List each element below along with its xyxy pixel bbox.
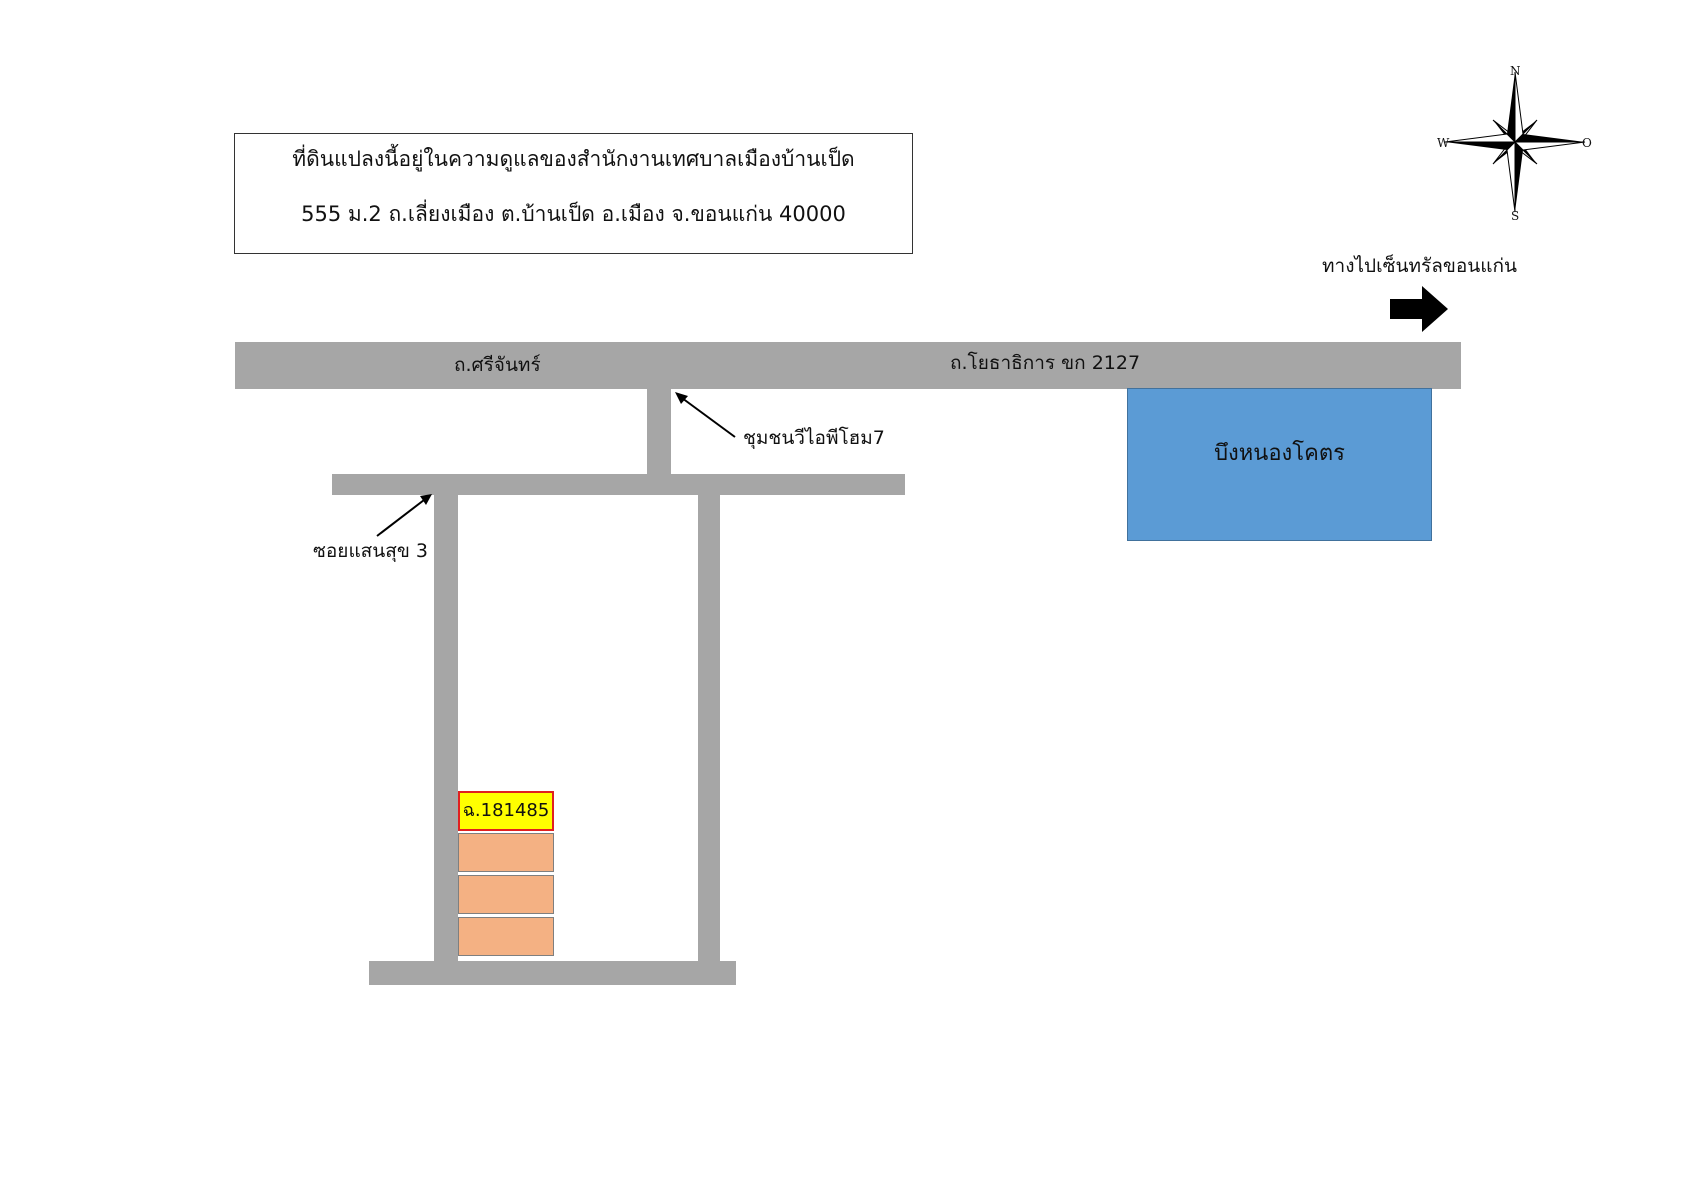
road-label-yotha: ถ.โยธาธิการ ขก 2127	[950, 352, 1141, 374]
road-label-community: ชุมชนวีไอพีโฮม7	[743, 427, 885, 449]
pointer-arrow-community	[675, 392, 736, 438]
soi-road-right	[698, 495, 720, 961]
compass-w-label: W	[1437, 136, 1450, 150]
lake-nong-khot: บึงหนองโคตร	[1127, 388, 1432, 541]
compass-s-label: S	[1511, 209, 1520, 223]
plot-label: ฉ.181485	[462, 800, 550, 821]
main-road	[235, 342, 1461, 389]
lake-label: บึงหนองโคตร	[1214, 441, 1345, 466]
pointer-arrow-soi	[376, 494, 432, 537]
soi-road-left	[434, 495, 458, 961]
community-road	[647, 389, 671, 476]
cross-road-lower	[369, 961, 736, 985]
info-box: ที่ดินแปลงนี้อยู่ในความดูแลของสำนักงานเท…	[234, 133, 913, 254]
cross-road-upper	[332, 474, 905, 495]
road-label-soi: ซอยแสนสุข 3	[313, 540, 428, 562]
plot-neighbor-3	[458, 917, 554, 956]
road-label-srichan: ถ.ศรีจันทร์	[454, 354, 541, 376]
compass-icon	[1444, 71, 1586, 213]
plot-neighbor-1	[458, 833, 554, 872]
direction-label: ทางไปเซ็นทรัลขอนแก่น	[1322, 255, 1517, 277]
compass-e-label: O	[1582, 136, 1592, 150]
info-line-1: ที่ดินแปลงนี้อยู่ในความดูแลของสำนักงานเท…	[292, 147, 855, 171]
compass-n-label: N	[1510, 64, 1521, 78]
plot-neighbor-2	[458, 875, 554, 914]
info-line-2: 555 ม.2 ถ.เลี่ยงเมือง ต.บ้านเป็ด อ.เมือง…	[301, 202, 846, 226]
arrow-right-icon	[1390, 286, 1448, 332]
plot-highlighted: ฉ.181485	[458, 791, 554, 831]
